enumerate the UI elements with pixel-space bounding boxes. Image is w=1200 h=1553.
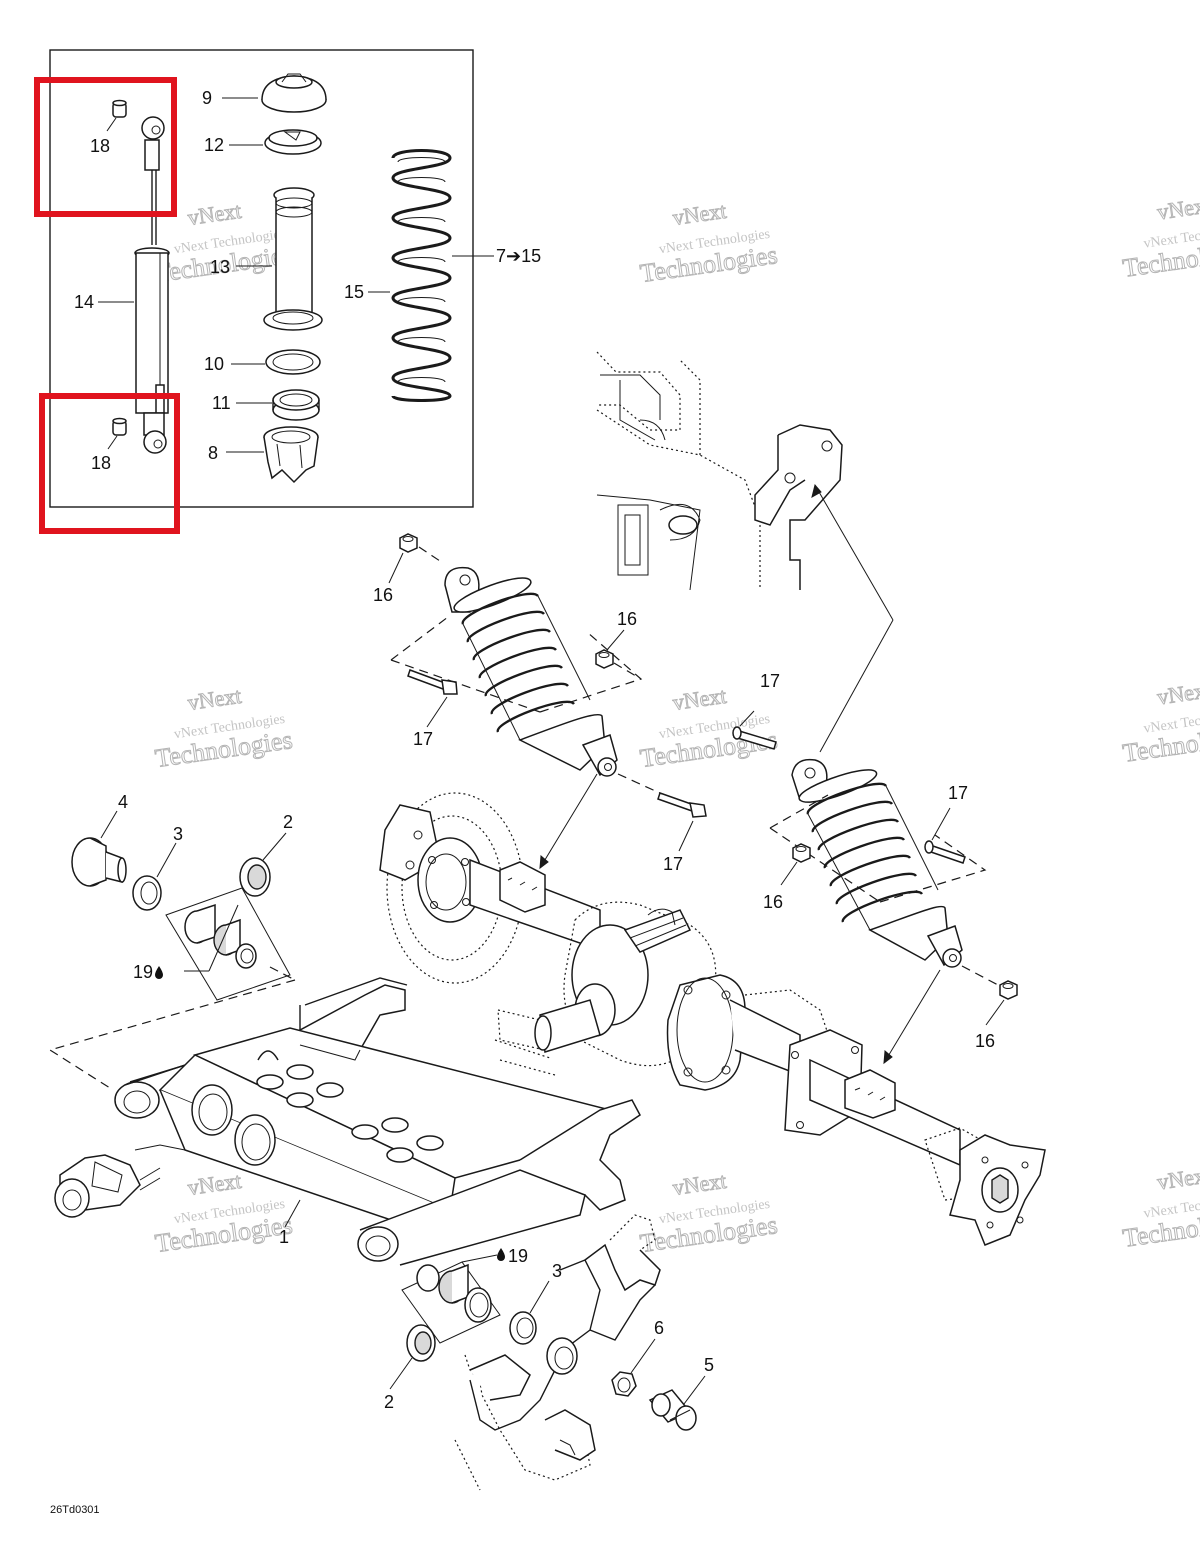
shock-assembly-left	[444, 566, 618, 777]
diagram-code: 26Td0301	[50, 1504, 100, 1516]
nut-16-top	[399, 533, 418, 553]
callout-17-left: 17	[413, 729, 433, 749]
watermark-vnext: vNext	[671, 198, 728, 230]
inset-frame	[49, 49, 474, 508]
highlight-box-upper-bushing	[34, 77, 177, 217]
callout-17-right-c: 17	[948, 783, 968, 803]
watermark-vnext: vNext	[671, 683, 728, 715]
watermark-vnext: vNext	[186, 198, 243, 230]
frame-lower-bracket	[454, 1214, 661, 1491]
bushing-part-18-upper	[112, 99, 127, 118]
callout-6: 6	[654, 1318, 664, 1338]
seal-part-3-upper	[132, 875, 162, 911]
shock-body-part-14	[134, 116, 170, 454]
shock-assembly-right	[791, 758, 963, 968]
callout-14: 14	[74, 292, 94, 312]
watermark-vnext: vNext	[186, 683, 243, 715]
callout-12: 12	[204, 135, 224, 155]
bolt-17-left	[407, 669, 458, 695]
callout-18-upper: 18	[90, 136, 110, 156]
nut-16-mid	[595, 649, 614, 669]
nut-16-right-upper	[792, 843, 811, 863]
retainer-part-12	[264, 129, 322, 155]
callout-2-upper: 2	[283, 812, 293, 832]
bolt-17-right-a	[657, 792, 707, 818]
callout-19-lower: 19	[508, 1246, 528, 1266]
adjuster-part-8	[263, 426, 319, 484]
callout-labels: 9 12 13 10 11 8 15 7➔15 14 18 18 16 16 1…	[74, 88, 995, 1412]
nut-part-6	[611, 1371, 637, 1397]
callout-15: 15	[344, 282, 364, 302]
pivot-cap-part-4	[71, 837, 127, 887]
ring-part-10	[265, 349, 321, 375]
shock-absorber-inset	[49, 49, 494, 508]
callout-8: 8	[208, 443, 218, 463]
nut-16-right-lower	[999, 980, 1018, 1000]
watermark-vnext: vNext	[1156, 677, 1200, 709]
bearing-part-2-lower	[406, 1324, 436, 1362]
highlight-box-lower-bushing	[39, 393, 180, 534]
callout-7-to-15: 7➔15	[496, 246, 541, 266]
watermark-vnext: vNext	[186, 1168, 243, 1200]
watermark-vnext: vNext	[671, 1168, 728, 1200]
boot-part-13	[263, 187, 323, 331]
collar-part-11	[272, 389, 320, 421]
callout-19-upper: 19	[133, 962, 153, 982]
bushing-part-18-lower	[112, 417, 127, 436]
rear-axle-assembly	[379, 792, 1046, 1246]
callout-16-top: 16	[373, 585, 393, 605]
callout-16-right-lower: 16	[975, 1031, 995, 1051]
callout-11: 11	[212, 393, 231, 413]
coil-spring-part-15	[391, 149, 452, 402]
callout-17-right-a: 17	[663, 854, 683, 874]
callout-18-lower: 18	[91, 453, 111, 473]
callout-5: 5	[704, 1355, 714, 1375]
callout-9: 9	[202, 88, 212, 108]
pivot-bearing-group-upper	[165, 887, 291, 1001]
pivot-bearing-group-lower	[401, 1261, 501, 1344]
callout-10: 10	[204, 354, 224, 374]
watermark-vnext: vNext	[1156, 1162, 1200, 1194]
cap-part-5	[648, 1389, 697, 1431]
drop-icon	[497, 1248, 505, 1261]
spring-cap-part-9	[261, 73, 327, 113]
seal-part-3-lower	[509, 1311, 537, 1345]
callout-17-right-b: 17	[760, 671, 780, 691]
bearing-part-2-upper	[239, 857, 271, 897]
bolt-17-right-b	[732, 726, 777, 750]
callout-4: 4	[118, 792, 128, 812]
watermark-vnext: vNext	[1156, 192, 1200, 224]
frame-bracket	[596, 351, 843, 591]
callout-3-upper: 3	[173, 824, 183, 844]
callout-16-mid: 16	[617, 609, 637, 629]
callout-3-lower: 3	[552, 1261, 562, 1281]
swing-arm-part-1	[54, 977, 641, 1266]
callout-2-lower: 2	[384, 1392, 394, 1412]
callout-16-right-upper: 16	[763, 892, 783, 912]
callout-13: 13	[210, 257, 230, 277]
drop-icon	[155, 966, 163, 979]
callout-1: 1	[279, 1227, 289, 1247]
bolt-17-right-c	[924, 840, 966, 864]
